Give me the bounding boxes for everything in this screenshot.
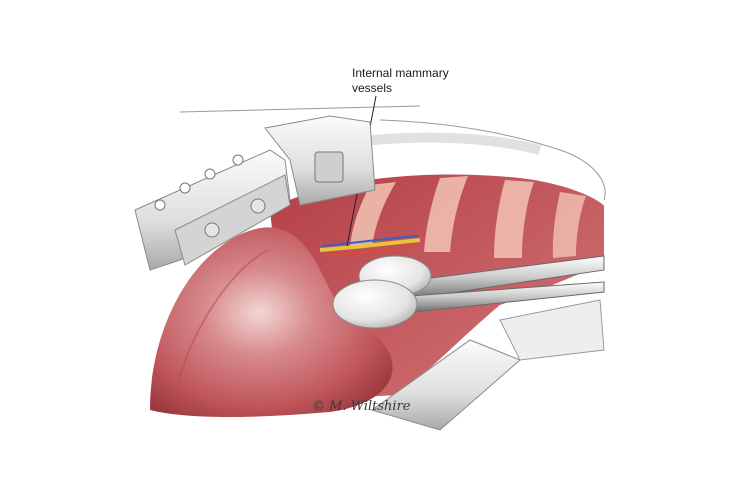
callout-label: Internal mammary vessels [352, 66, 449, 96]
callout-line-2: vessels [352, 81, 393, 95]
sponge-stick [332, 255, 605, 329]
callout-line-1: Internal mammary [352, 66, 449, 80]
left-retractor [134, 149, 291, 271]
lung [150, 227, 393, 417]
ribs [350, 176, 586, 258]
artist-signature: © M. Wiltshire [312, 399, 411, 414]
lower-retractor [370, 299, 605, 431]
internal-mammary-vessels [319, 235, 421, 256]
upper-retractor [264, 115, 376, 206]
